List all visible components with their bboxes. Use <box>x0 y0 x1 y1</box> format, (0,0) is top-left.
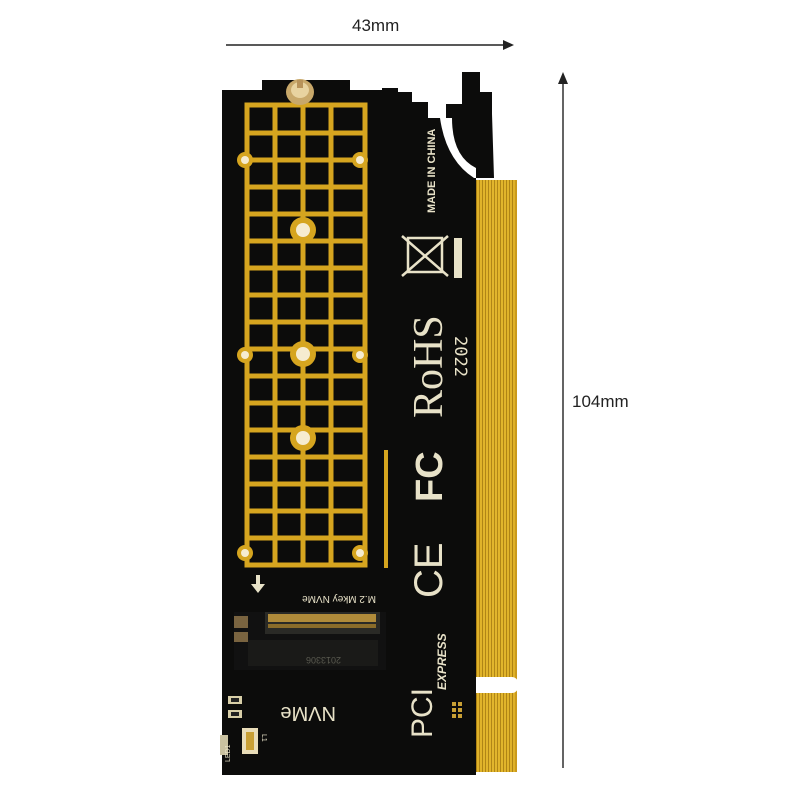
year-label: 2022 <box>450 336 470 377</box>
ce-mark: CE <box>407 542 451 598</box>
small-ref: LED1 <box>225 744 232 762</box>
mounting-holes <box>237 152 368 561</box>
rohs-label: RoHS <box>406 315 452 418</box>
smd-components <box>220 696 258 755</box>
pcie-gold-fingers <box>456 180 518 772</box>
width-dimension-label: 43mm <box>352 16 400 35</box>
m2-slot-connector <box>234 612 386 670</box>
pad-cluster <box>452 702 462 718</box>
nvme-label: NVMe <box>280 702 336 724</box>
height-dimension-arrow <box>558 72 568 768</box>
width-dimension-arrow <box>226 40 514 50</box>
led-ref: L1 <box>260 734 267 742</box>
thermal-grid <box>244 102 368 568</box>
slot-code: 2013306 <box>306 655 341 665</box>
m2-label: M.2 Mkey NVMe <box>302 593 376 604</box>
weee-bin-icon <box>401 235 462 278</box>
pci-logo: PCI <box>406 688 439 738</box>
made-in-china-label: MADE IN CHINA <box>426 129 438 213</box>
fc-mark: FC <box>409 451 451 502</box>
side-pad <box>384 450 388 568</box>
insert-arrow-icon <box>251 575 265 593</box>
height-dimension-label: 104mm <box>572 392 629 411</box>
brass-standoff <box>286 79 314 105</box>
pci-express-label: EXPRESS <box>435 633 449 690</box>
pcb-board <box>222 72 494 775</box>
